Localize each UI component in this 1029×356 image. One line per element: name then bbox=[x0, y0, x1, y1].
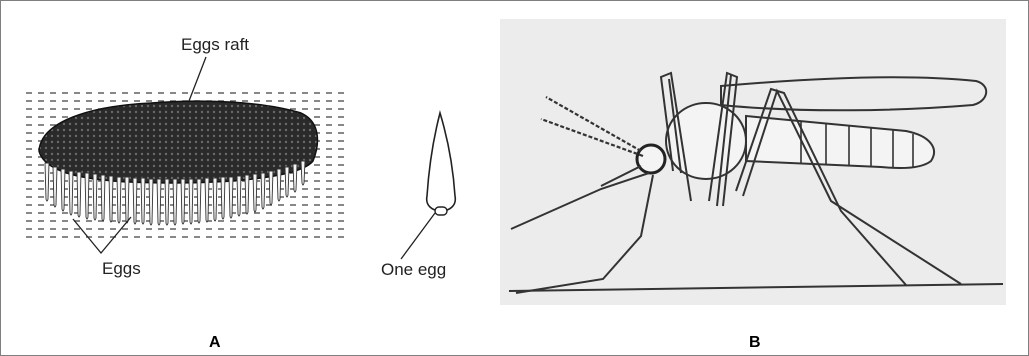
one-egg-pointer-line bbox=[401, 213, 435, 259]
egg-raft-diagram bbox=[26, 57, 348, 253]
egg-raft-body bbox=[39, 101, 317, 183]
mosquito-panel bbox=[500, 19, 1006, 305]
mosquito-head bbox=[637, 145, 665, 173]
eggs-raft-label: Eggs raft bbox=[181, 35, 249, 55]
single-egg-float bbox=[435, 207, 447, 215]
panel-b-caption: B bbox=[749, 334, 761, 352]
one-egg-label: One egg bbox=[381, 260, 446, 280]
eggs-label: Eggs bbox=[102, 259, 141, 279]
single-egg-shape bbox=[427, 113, 456, 211]
panel-a-caption: A bbox=[209, 334, 221, 352]
single-egg-diagram bbox=[401, 113, 455, 259]
